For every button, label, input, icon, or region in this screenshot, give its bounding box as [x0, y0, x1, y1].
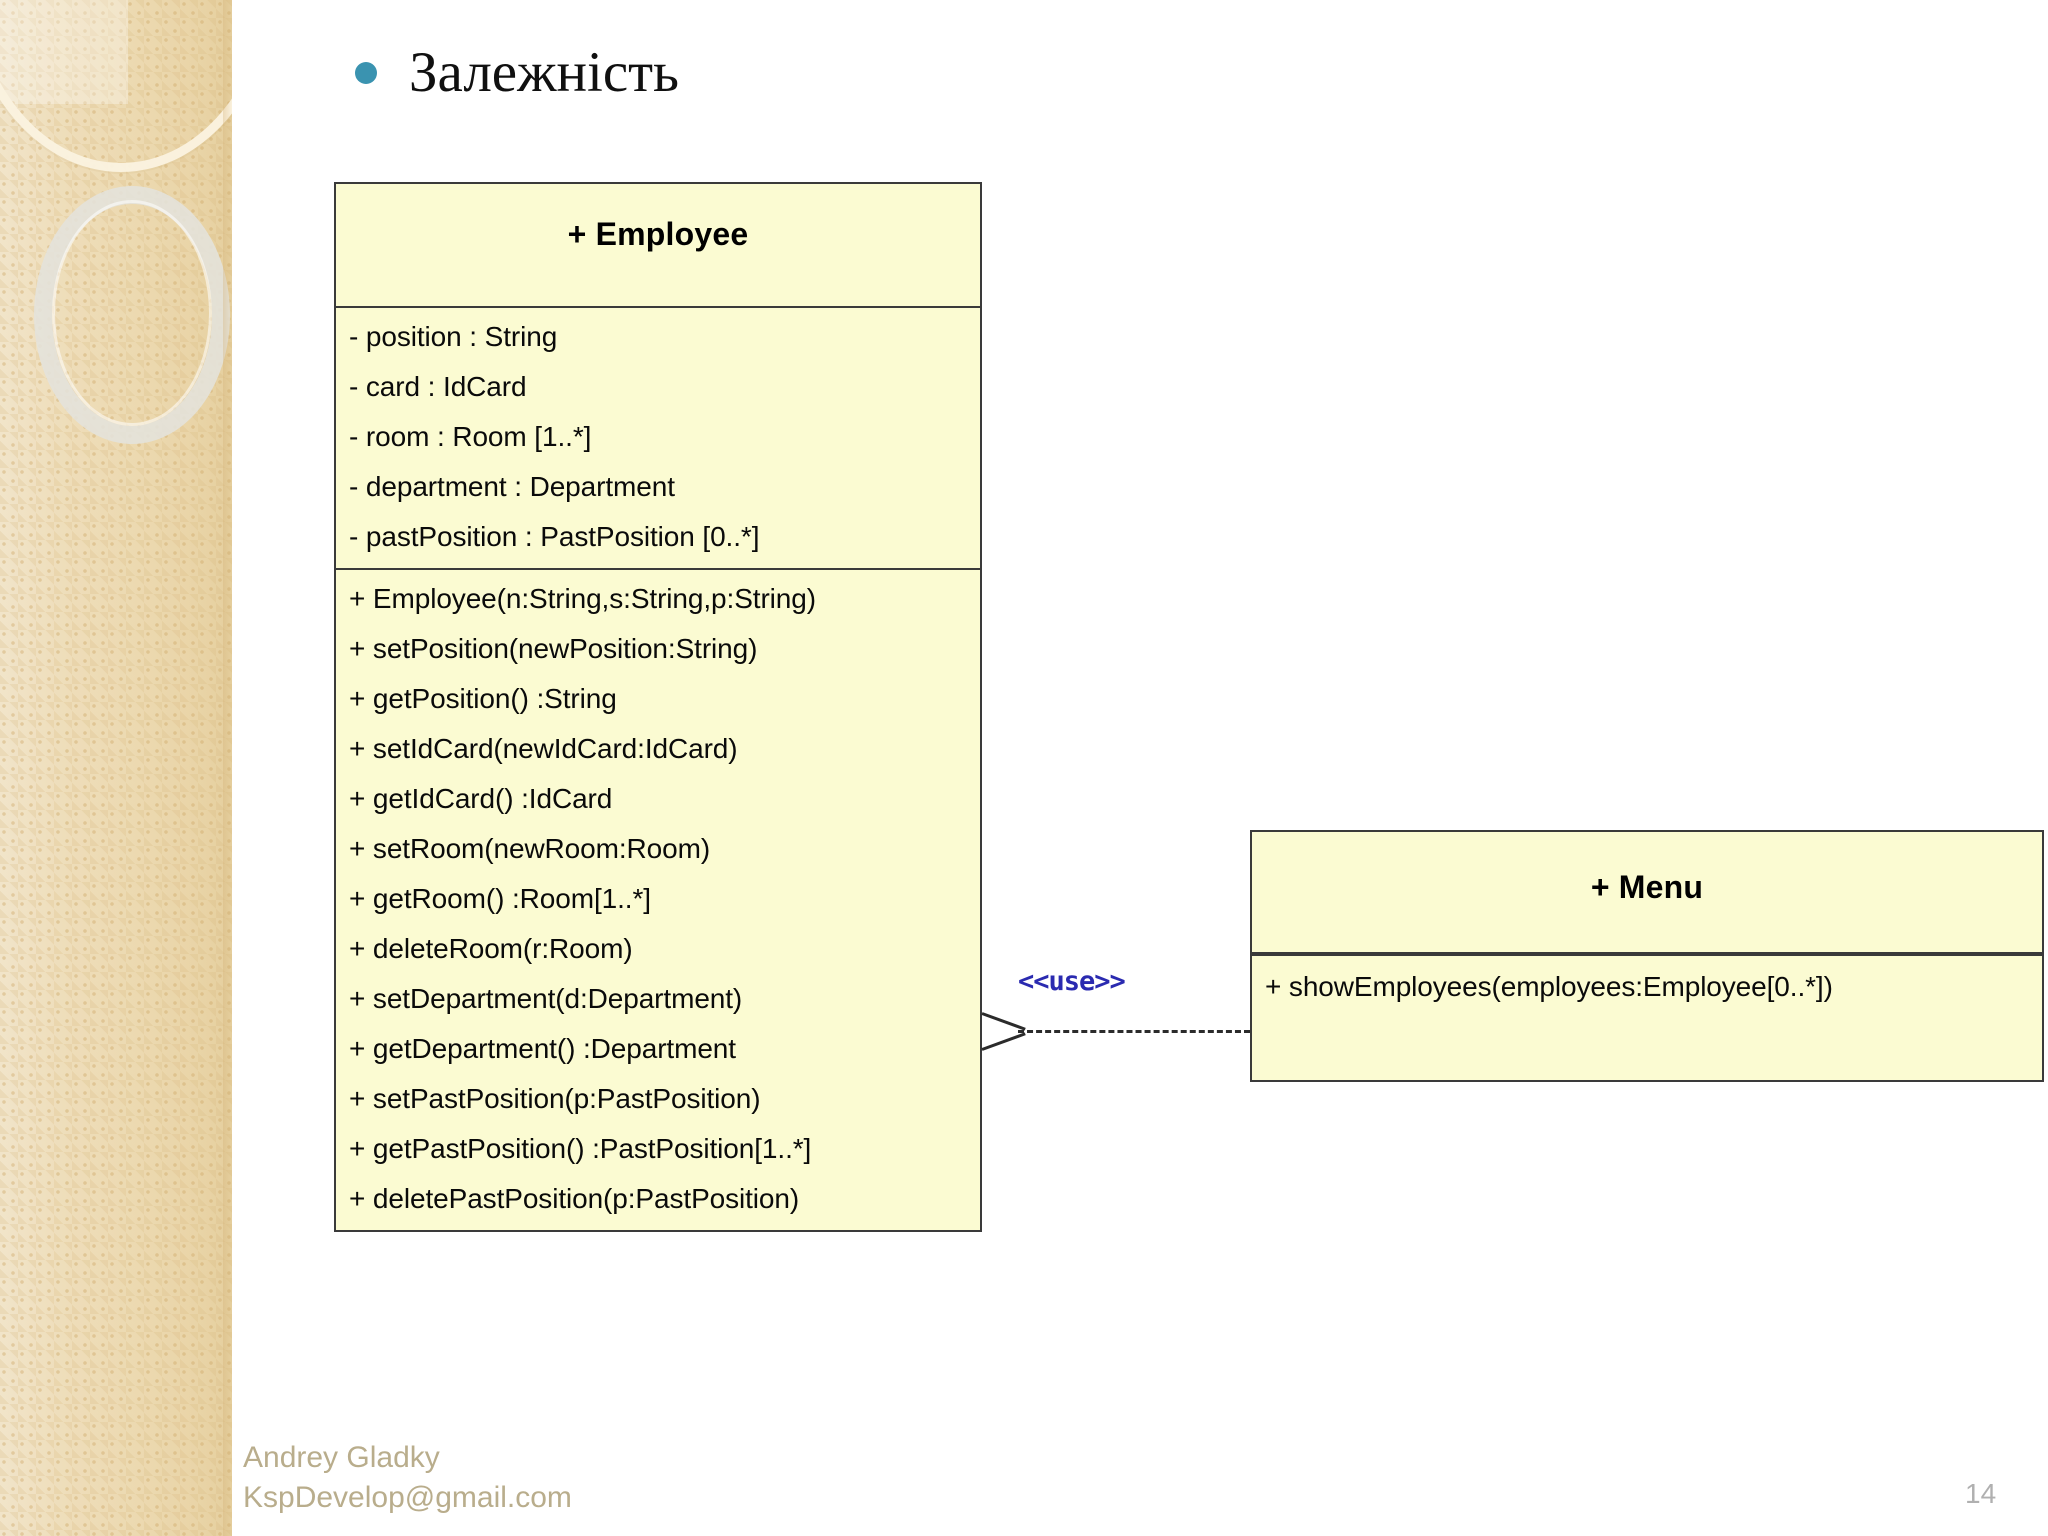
uml-operation-row: + setPosition(newPosition:String): [349, 633, 758, 664]
uml-class-employee-operations: + Employee(n:String,s:String,p:String) +…: [336, 570, 980, 1230]
uml-operation-row: + deletePastPosition(p:PastPosition): [349, 1183, 800, 1214]
uml-class-menu[interactable]: + Menu + showEmployees(employees:Employe…: [1250, 830, 2044, 1082]
slide-heading: Залежність: [355, 41, 680, 105]
decorative-ring-large-icon: [0, 0, 232, 172]
dependency-dashed-line: [1018, 1030, 1250, 1033]
uml-operation-row: + setIdCard(newIdCard:IdCard): [349, 733, 738, 764]
uml-employee-divider-attributes: [336, 306, 980, 308]
uml-menu-divider-operations: [1252, 952, 2042, 956]
uml-operation-row: + getPosition() :String: [349, 683, 617, 714]
dependency-arrowhead-lower: [981, 1032, 1026, 1051]
uml-operation-row: + setDepartment(d:Department): [349, 983, 743, 1014]
uml-attribute-row: - pastPosition : PastPosition [0..*]: [349, 521, 760, 552]
uml-attribute-row: - department : Department: [349, 471, 675, 502]
dependency-stereotype-label: <<use>>: [1018, 966, 1126, 997]
uml-class-employee-attributes: - position : String - card : IdCard - ro…: [336, 308, 980, 568]
uml-class-employee[interactable]: + Employee - position : String - card : …: [334, 182, 982, 1232]
decorative-ring-inner-icon: [52, 200, 212, 426]
heading-text: Залежність: [409, 41, 680, 104]
uml-operation-row: + setPastPosition(p:PastPosition): [349, 1083, 761, 1114]
dependency-arrowhead-upper: [981, 1012, 1026, 1031]
footer-author: Andrey Gladky: [243, 1441, 440, 1474]
uml-operation-row: + Employee(n:String,s:String,p:String): [349, 583, 816, 614]
uml-operation-row: + getPastPosition() :PastPosition[1..*]: [349, 1133, 812, 1164]
uml-operation-row: + showEmployees(employees:Employee[0..*]…: [1265, 971, 1833, 1002]
uml-class-menu-name: + Menu: [1590, 868, 1704, 905]
uml-operation-row: + getIdCard() :IdCard: [349, 783, 613, 814]
uml-attribute-row: - card : IdCard: [349, 371, 527, 402]
uml-class-menu-title-area: + Menu: [1252, 832, 2042, 952]
dependency-relationship[interactable]: <<use>>: [981, 940, 1250, 1051]
footer-email: KspDevelop@gmail.com: [243, 1481, 572, 1514]
uml-operation-row: + deleteRoom(r:Room): [349, 933, 633, 964]
uml-operation-row: + getDepartment() :Department: [349, 1033, 736, 1064]
uml-attribute-row: - room : Room [1..*]: [349, 421, 592, 452]
uml-class-menu-operations: + showEmployees(employees:Employee[0..*]…: [1252, 956, 2042, 1080]
decorative-band-edge: [223, 0, 232, 1536]
uml-class-employee-title-area: + Employee: [336, 184, 980, 306]
uml-employee-divider-operations: [336, 568, 980, 570]
uml-attribute-row: - position : String: [349, 321, 558, 352]
decorative-sidebar-band: [0, 0, 232, 1536]
uml-class-employee-name: + Employee: [567, 215, 749, 252]
uml-operation-row: + getRoom() :Room[1..*]: [349, 883, 651, 914]
slide-page-number: 14: [1965, 1478, 1997, 1509]
bullet-point-icon: [355, 62, 377, 85]
uml-operation-row: + setRoom(newRoom:Room): [349, 833, 711, 864]
